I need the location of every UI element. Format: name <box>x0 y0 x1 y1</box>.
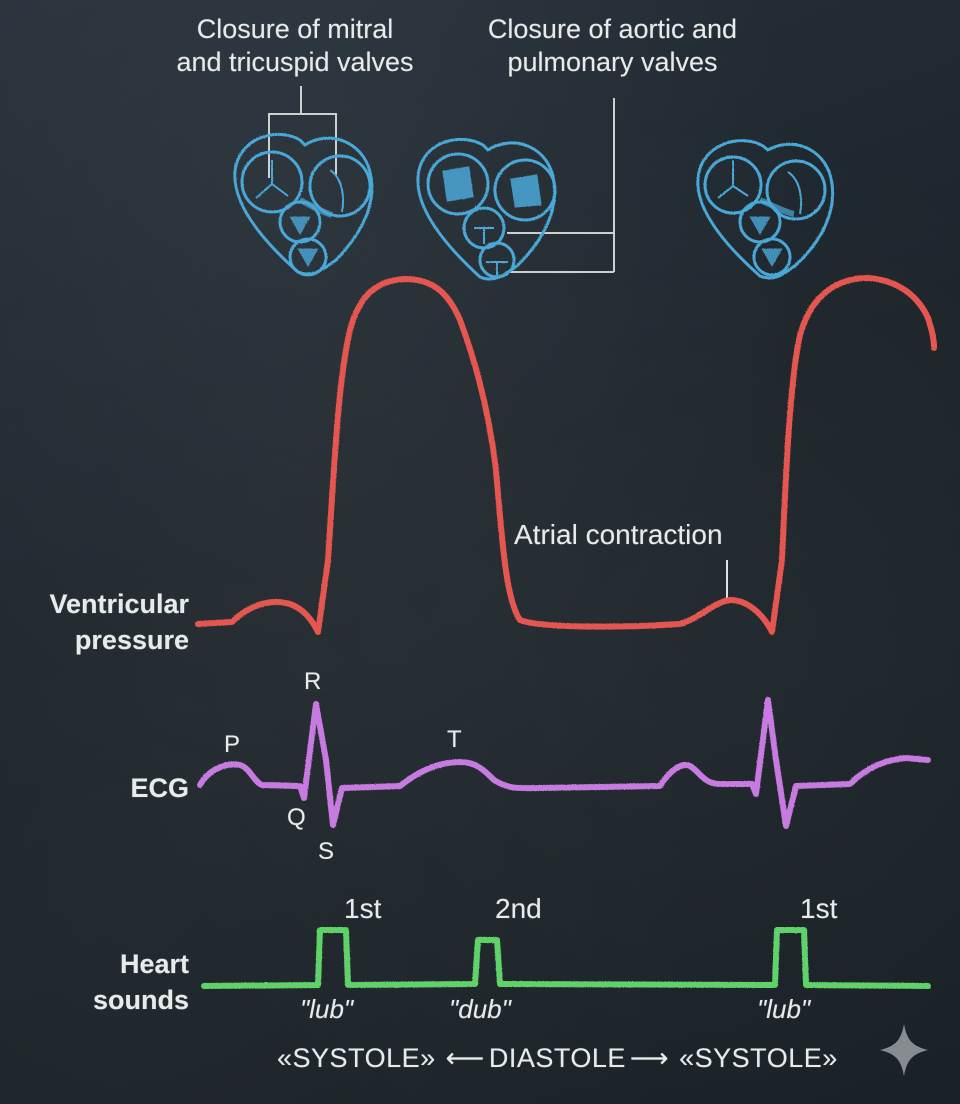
arrow-left-icon-2: « <box>679 1043 695 1073</box>
arrow-right-icon: » <box>420 1043 436 1073</box>
atrial-contraction-label: Atrial contraction <box>514 519 723 550</box>
lub-label: "lub" <box>300 994 354 1024</box>
ecg-t-wave-label: T <box>447 726 462 753</box>
aortic-pulmonary-label: Closure of aortic and pulmonary valves <box>487 14 738 77</box>
mitral-connector-lines <box>268 86 337 178</box>
aortic-connector-lines <box>507 98 615 273</box>
ecg-s-wave-label: S <box>318 838 335 865</box>
mitral-tricuspid-label: Closure of mitral and tricuspid valves <box>176 14 414 77</box>
long-arrow-right-icon: ⟶ <box>629 1043 670 1073</box>
heart-valves-diagram-2 <box>416 137 557 281</box>
heart-valves-diagram-3 <box>696 139 835 280</box>
long-arrow-left-icon: ⟵ <box>445 1043 485 1073</box>
ventricular-pressure-trace <box>195 275 937 635</box>
arrow-left-icon: « <box>277 1043 293 1073</box>
heart-sounds-label: Heart sounds <box>92 949 189 1015</box>
phase-bar: « SYSTOLE » ⟵ DIASTOLE ⟶ « SYSTOLE » <box>277 1043 838 1074</box>
diastole-label: DIASTOLE <box>488 1043 626 1073</box>
second-sound-label: 2nd <box>495 893 542 924</box>
heart-valves-diagram-1 <box>233 132 374 277</box>
lub-label-2: "lub" <box>757 994 811 1024</box>
first-sound-label: 1st <box>344 893 382 924</box>
dub-label: "dub" <box>449 994 511 1024</box>
ecg-trace <box>197 697 931 829</box>
heart-sounds-trace <box>201 927 931 989</box>
ecg-label: ECG <box>130 773 189 803</box>
arrow-right-icon-2: » <box>822 1043 838 1073</box>
systole-label-1: SYSTOLE <box>292 1043 421 1073</box>
first-sound-label-2: 1st <box>800 893 838 924</box>
ventricular-pressure-label: Ventricular pressure <box>49 589 189 655</box>
systole-label-2: SYSTOLE <box>694 1043 823 1073</box>
ecg-p-wave-label: P <box>224 731 241 758</box>
ecg-r-wave-label: R <box>304 668 322 695</box>
ecg-q-wave-label: Q <box>287 804 306 831</box>
